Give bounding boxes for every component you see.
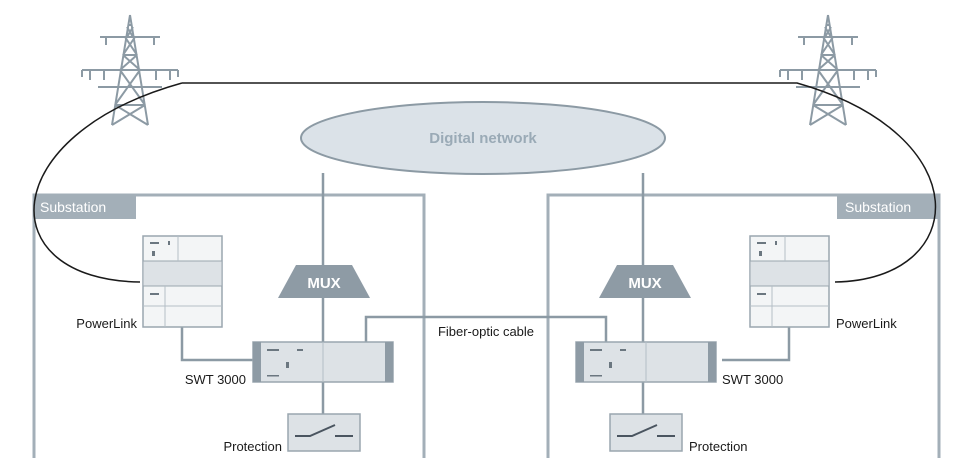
substation-left-label: Substation: [40, 199, 106, 215]
substation-right: Substation: [546, 193, 941, 458]
swt-left-device: [252, 341, 394, 383]
substation-left: Substation: [32, 193, 426, 458]
mux-left: MUX: [278, 265, 370, 298]
swt-right-label: SWT 3000: [722, 372, 783, 387]
tower-left-icon: [81, 14, 179, 126]
mux-left-label: MUX: [307, 275, 340, 292]
powerlink-left-label: PowerLink: [76, 316, 137, 331]
power-line: [33, 82, 936, 283]
protection-left-device: [287, 413, 361, 452]
powerlink-right-label: PowerLink: [836, 316, 897, 331]
protection-right-label: Protection: [689, 439, 748, 454]
mux-right-label: MUX: [628, 275, 661, 292]
protection-right-device: [609, 413, 683, 452]
fiber-optic-label: Fiber-optic cable: [438, 324, 534, 339]
swt-right-device: [575, 341, 717, 383]
substation-right-label: Substation: [845, 199, 911, 215]
protection-left-label: Protection: [223, 439, 282, 454]
swt-left-label: SWT 3000: [185, 372, 246, 387]
powerlink-right-device: [749, 235, 830, 328]
mux-right: MUX: [599, 265, 691, 298]
powerlink-left-device: [142, 235, 223, 328]
digital-network: Digital network: [300, 101, 666, 175]
link-lines: [180, 173, 791, 420]
digital-network-label: Digital network: [429, 130, 537, 147]
